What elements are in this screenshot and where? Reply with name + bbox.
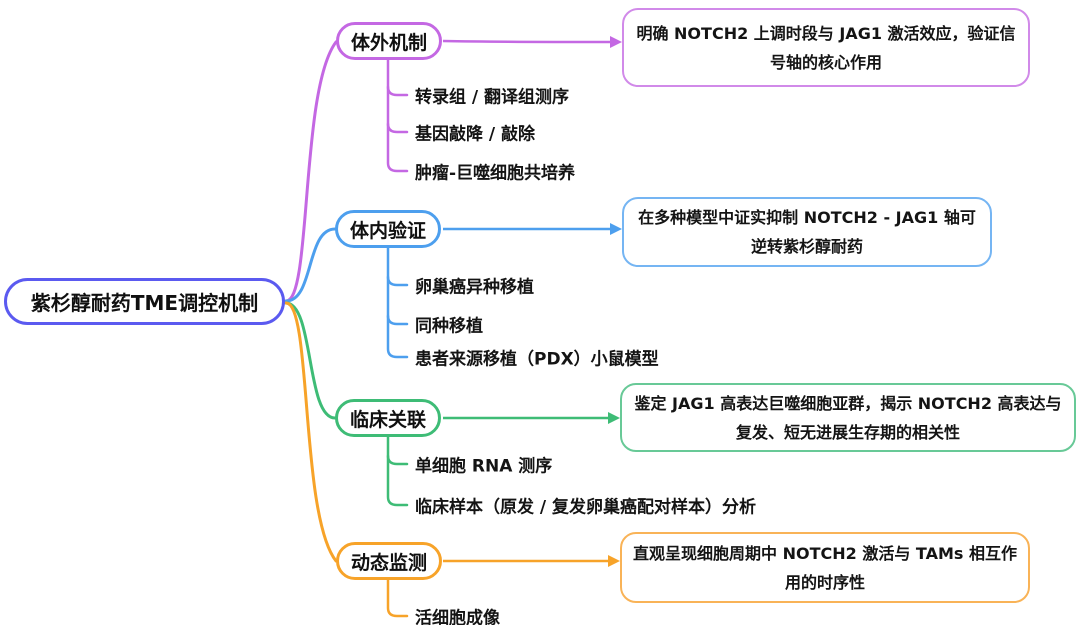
branch-arrow-clinical (443, 412, 620, 424)
branch-arrow-in-vivo (443, 223, 622, 235)
root-node-label: 紫杉醇耐药TME调控机制 (30, 291, 259, 315)
branch-node-label: 动态监测 (350, 551, 427, 574)
outcome-box-text: 明确 NOTCH2 上调时段与 JAG1 激活效应，验证信号轴的核心作用 (636, 23, 1016, 72)
leaf-item: 患者来源移植（PDX）小鼠模型 (415, 349, 659, 370)
leaf-item: 同种移植 (415, 316, 483, 337)
branch-node-in-vitro: 体外机制 (336, 22, 442, 60)
branch-arrow-dynamic (443, 555, 620, 567)
leaf-item: 单细胞 RNA 测序 (415, 456, 553, 477)
outcome-box-text: 在多种模型中证实抑制 NOTCH2 - JAG1 轴可逆转紫杉醇耐药 (638, 208, 976, 256)
root-node: 紫杉醇耐药TME调控机制 (4, 278, 285, 325)
outcome-box-in-vivo: 在多种模型中证实抑制 NOTCH2 - JAG1 轴可逆转紫杉醇耐药 (622, 197, 992, 267)
root-branch-curves (284, 40, 338, 563)
outcome-box-in-vitro: 明确 NOTCH2 上调时段与 JAG1 激活效应，验证信号轴的核心作用 (622, 8, 1030, 87)
leaf-item: 活细胞成像 (415, 608, 500, 625)
outcome-box-text: 直观呈现细胞周期中 NOTCH2 激活与 TAMs 相互作用的时序性 (633, 543, 1017, 592)
arrowhead-icon (610, 36, 622, 48)
branch-arrow-in-vitro (442, 36, 622, 48)
branch-node-label: 体内验证 (349, 219, 426, 242)
leaf-item: 肿瘤-巨噬细胞共培养 (415, 163, 576, 184)
children-connectors-dynamic (386, 578, 409, 618)
branch-node-dynamic: 动态监测 (336, 542, 442, 580)
children-connectors-in-vivo (386, 246, 409, 359)
arrowhead-icon (610, 223, 622, 235)
arrowhead-icon (608, 555, 620, 567)
leaf-item: 基因敲降 / 敲除 (415, 124, 536, 145)
outcome-box-text: 鉴定 JAG1 高表达巨噬细胞亚群，揭示 NOTCH2 高表达与复发、短无进展生… (634, 393, 1062, 442)
branch-node-in-vivo: 体内验证 (335, 210, 441, 248)
outcome-box-dynamic: 直观呈现细胞周期中 NOTCH2 激活与 TAMs 相互作用的时序性 (620, 532, 1030, 603)
outcome-box-clinical: 鉴定 JAG1 高表达巨噬细胞亚群，揭示 NOTCH2 高表达与复发、短无进展生… (620, 383, 1076, 452)
branch-node-label: 体外机制 (350, 31, 427, 54)
branch-node-clinical: 临床关联 (335, 399, 441, 437)
arrowhead-icon (608, 412, 620, 424)
children-connectors-in-vitro (386, 58, 409, 173)
children-connectors-clinical (386, 435, 409, 507)
leaf-item: 转录组 / 翻译组测序 (415, 87, 570, 108)
branch-node-label: 临床关联 (349, 408, 426, 431)
leaf-item: 临床样本（原发 / 复发卵巢癌配对样本）分析 (415, 497, 757, 518)
leaf-item: 卵巢癌异种移植 (415, 277, 534, 298)
